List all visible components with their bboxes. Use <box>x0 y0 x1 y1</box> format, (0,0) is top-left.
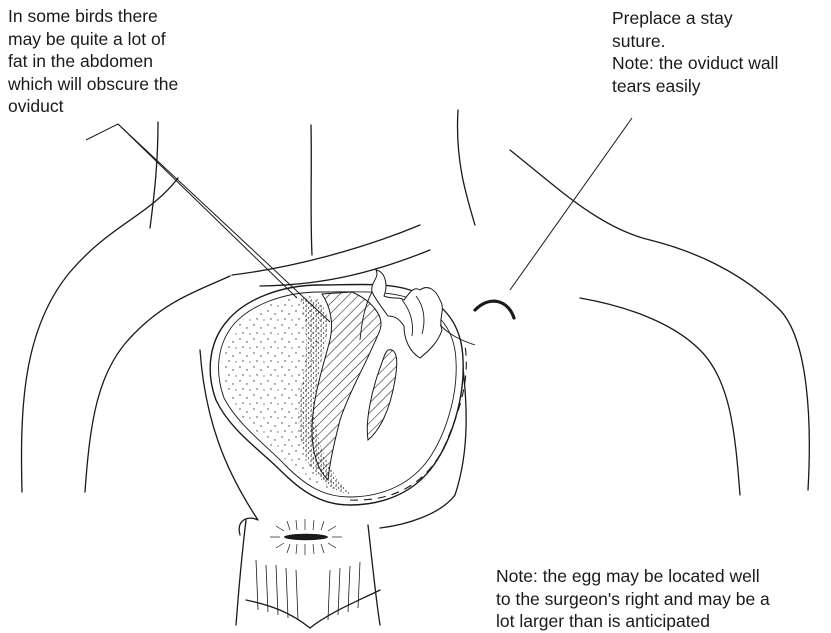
suture-note-line-1: Preplace a stay <box>612 7 778 30</box>
egg-note: Note: the egg may be located well to the… <box>496 565 770 633</box>
body-inner-left <box>85 276 230 492</box>
tail-feathers <box>256 560 360 620</box>
leader-fat-to-fatpad <box>118 124 297 298</box>
fat-note-line-4: which will obscure the <box>8 73 178 96</box>
egg-note-line-3: lot larger than is anticipated <box>496 610 770 633</box>
right-thigh-line <box>457 110 475 225</box>
leader-suture <box>510 118 632 290</box>
center-line <box>311 125 312 255</box>
tail-left <box>236 520 246 625</box>
vent <box>270 519 342 555</box>
fat-note-line-3: fat in the abdomen <box>8 50 178 73</box>
suture-note-line-3: Note: the oviduct wall <box>612 52 778 75</box>
body-outline-right <box>510 150 809 490</box>
body-outline-left <box>22 178 178 492</box>
body-inner-right <box>580 298 740 495</box>
stay-suture <box>475 301 514 318</box>
suture-note-line-4: tears easily <box>612 75 778 98</box>
fat-note-line-5: oviduct <box>8 95 178 118</box>
fat-note-line-1: In some birds there <box>8 5 178 28</box>
tail-right <box>368 525 380 625</box>
fat-note-line-2: may be quite a lot of <box>8 28 178 51</box>
left-thigh-line <box>150 122 158 228</box>
egg-note-line-1: Note: the egg may be located well <box>496 565 770 588</box>
suture-note: Preplace a stay suture. Note: the oviduc… <box>612 7 778 97</box>
fat-note: In some birds there may be quite a lot o… <box>8 5 178 118</box>
suture-note-line-2: suture. <box>612 30 778 53</box>
egg-note-line-2: to the surgeon's right and may be a <box>496 588 770 611</box>
abdomen-upper-curve <box>232 225 420 275</box>
tail-v-right <box>310 590 380 628</box>
